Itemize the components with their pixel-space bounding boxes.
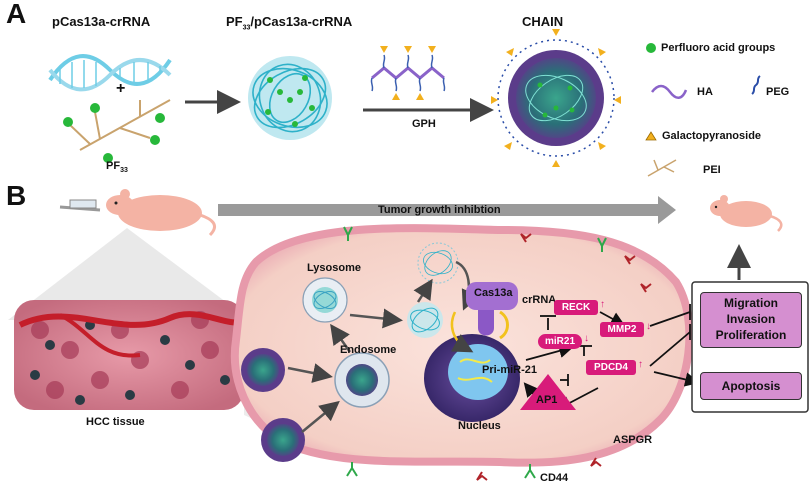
perfluoro-legend-icon: [646, 43, 656, 53]
legend-pei: PEI: [703, 164, 721, 176]
legend-peg: PEG: [766, 86, 790, 98]
mir21-down-arrow: ↓: [584, 333, 589, 344]
nucleus-label: Nucleus: [458, 420, 501, 432]
crrna-loop-arrow: [450, 311, 474, 353]
gph-label: GPH: [412, 118, 436, 130]
cas13a-label: Cas13a: [474, 287, 513, 299]
hcc-tissue-label: HCC tissue: [86, 416, 145, 428]
outcome-proliferation: Proliferation: [715, 328, 787, 342]
plasmid-helix-icon: [48, 54, 172, 92]
pf33-pcas13a-title: PF33/pCas13a-crRNA: [226, 14, 352, 32]
plus-sign: +: [116, 80, 126, 97]
lysosome-label: Lysosome: [307, 262, 362, 274]
pf33-title-main: PF: [226, 14, 243, 29]
endosome-label: Endosome: [340, 344, 397, 356]
released-complex-1: [407, 302, 443, 338]
ap1-node: [520, 374, 576, 410]
pdcd4-up-arrow: ↑: [638, 359, 643, 370]
apoptosis-box: Apoptosis: [700, 372, 802, 400]
nucleus-icon: [424, 334, 520, 422]
ha-legend-icon: [651, 84, 688, 99]
chain-title: CHAIN: [522, 14, 564, 29]
reck-up-arrow: ↑: [600, 299, 605, 310]
cd44-label: CD44: [540, 472, 569, 484]
legend-perfluoro: Perfluoro acid groups: [661, 42, 776, 54]
reck-node: RECK: [554, 300, 598, 315]
tumor-growth-arrow: [218, 196, 676, 224]
hcc-tissue-icon: [14, 300, 246, 410]
mouse-left-icon: [59, 189, 216, 237]
legend-galactopyranoside: Galactopyranoside: [662, 130, 762, 142]
panel-a-letter: A: [6, 0, 27, 29]
chain-nanoparticle-icon: [491, 29, 621, 167]
gph-polymer-icon: [370, 46, 446, 100]
pdcd4-node: PDCD4: [586, 360, 636, 375]
peg-legend-icon: [751, 75, 761, 95]
ap1-label: AP1: [536, 394, 558, 406]
incoming-nanoparticle-1: [241, 348, 285, 392]
outcome-invasion: Invasion: [726, 312, 776, 326]
syringe-icon: [69, 199, 97, 209]
receptor-icons: [343, 226, 652, 481]
zoom-cone: [8, 228, 250, 320]
pf33-label-sub: 33: [120, 167, 128, 175]
pf33-label: PF33: [106, 160, 128, 174]
crrna-icon: [499, 310, 509, 340]
pei-legend-icon: [647, 159, 677, 177]
crrna-label: crRNA: [522, 294, 557, 306]
incoming-nanoparticle-2: [261, 418, 305, 462]
aspgr-label: ASPGR: [613, 434, 653, 446]
pf33-label-main: PF: [106, 160, 121, 172]
pri-mir21-label: Pri-miR-21: [482, 364, 538, 376]
endosome-icon: [334, 352, 390, 408]
pcas13a-crrna-title: pCas13a-crRNA: [52, 14, 151, 29]
panel-b-letter: B: [6, 180, 27, 211]
tumor-growth-label: Tumor growth inhibtion: [378, 204, 501, 216]
outcome-migration: Migration: [724, 296, 778, 310]
pf33-branch-icon: [63, 99, 171, 163]
lysosome-icon: [302, 277, 348, 323]
migration-invasion-proliferation-box: Migration Invasion Proliferation: [700, 292, 802, 348]
mmp2-node: MMP2: [600, 322, 644, 337]
legend-ha: HA: [697, 86, 713, 98]
galactopyranoside-legend-icon: [645, 131, 657, 141]
mmp2-down-arrow: ↓: [646, 321, 651, 332]
pf33-title-rest: /pCas13a-crRNA: [250, 14, 353, 29]
mouse-right-icon: [710, 195, 783, 232]
pf33-complex-icon: [248, 56, 332, 140]
pf33-title-sub: 33: [242, 24, 251, 32]
cas13a-icon: [466, 282, 518, 336]
mir21-node: miR21: [538, 334, 582, 349]
